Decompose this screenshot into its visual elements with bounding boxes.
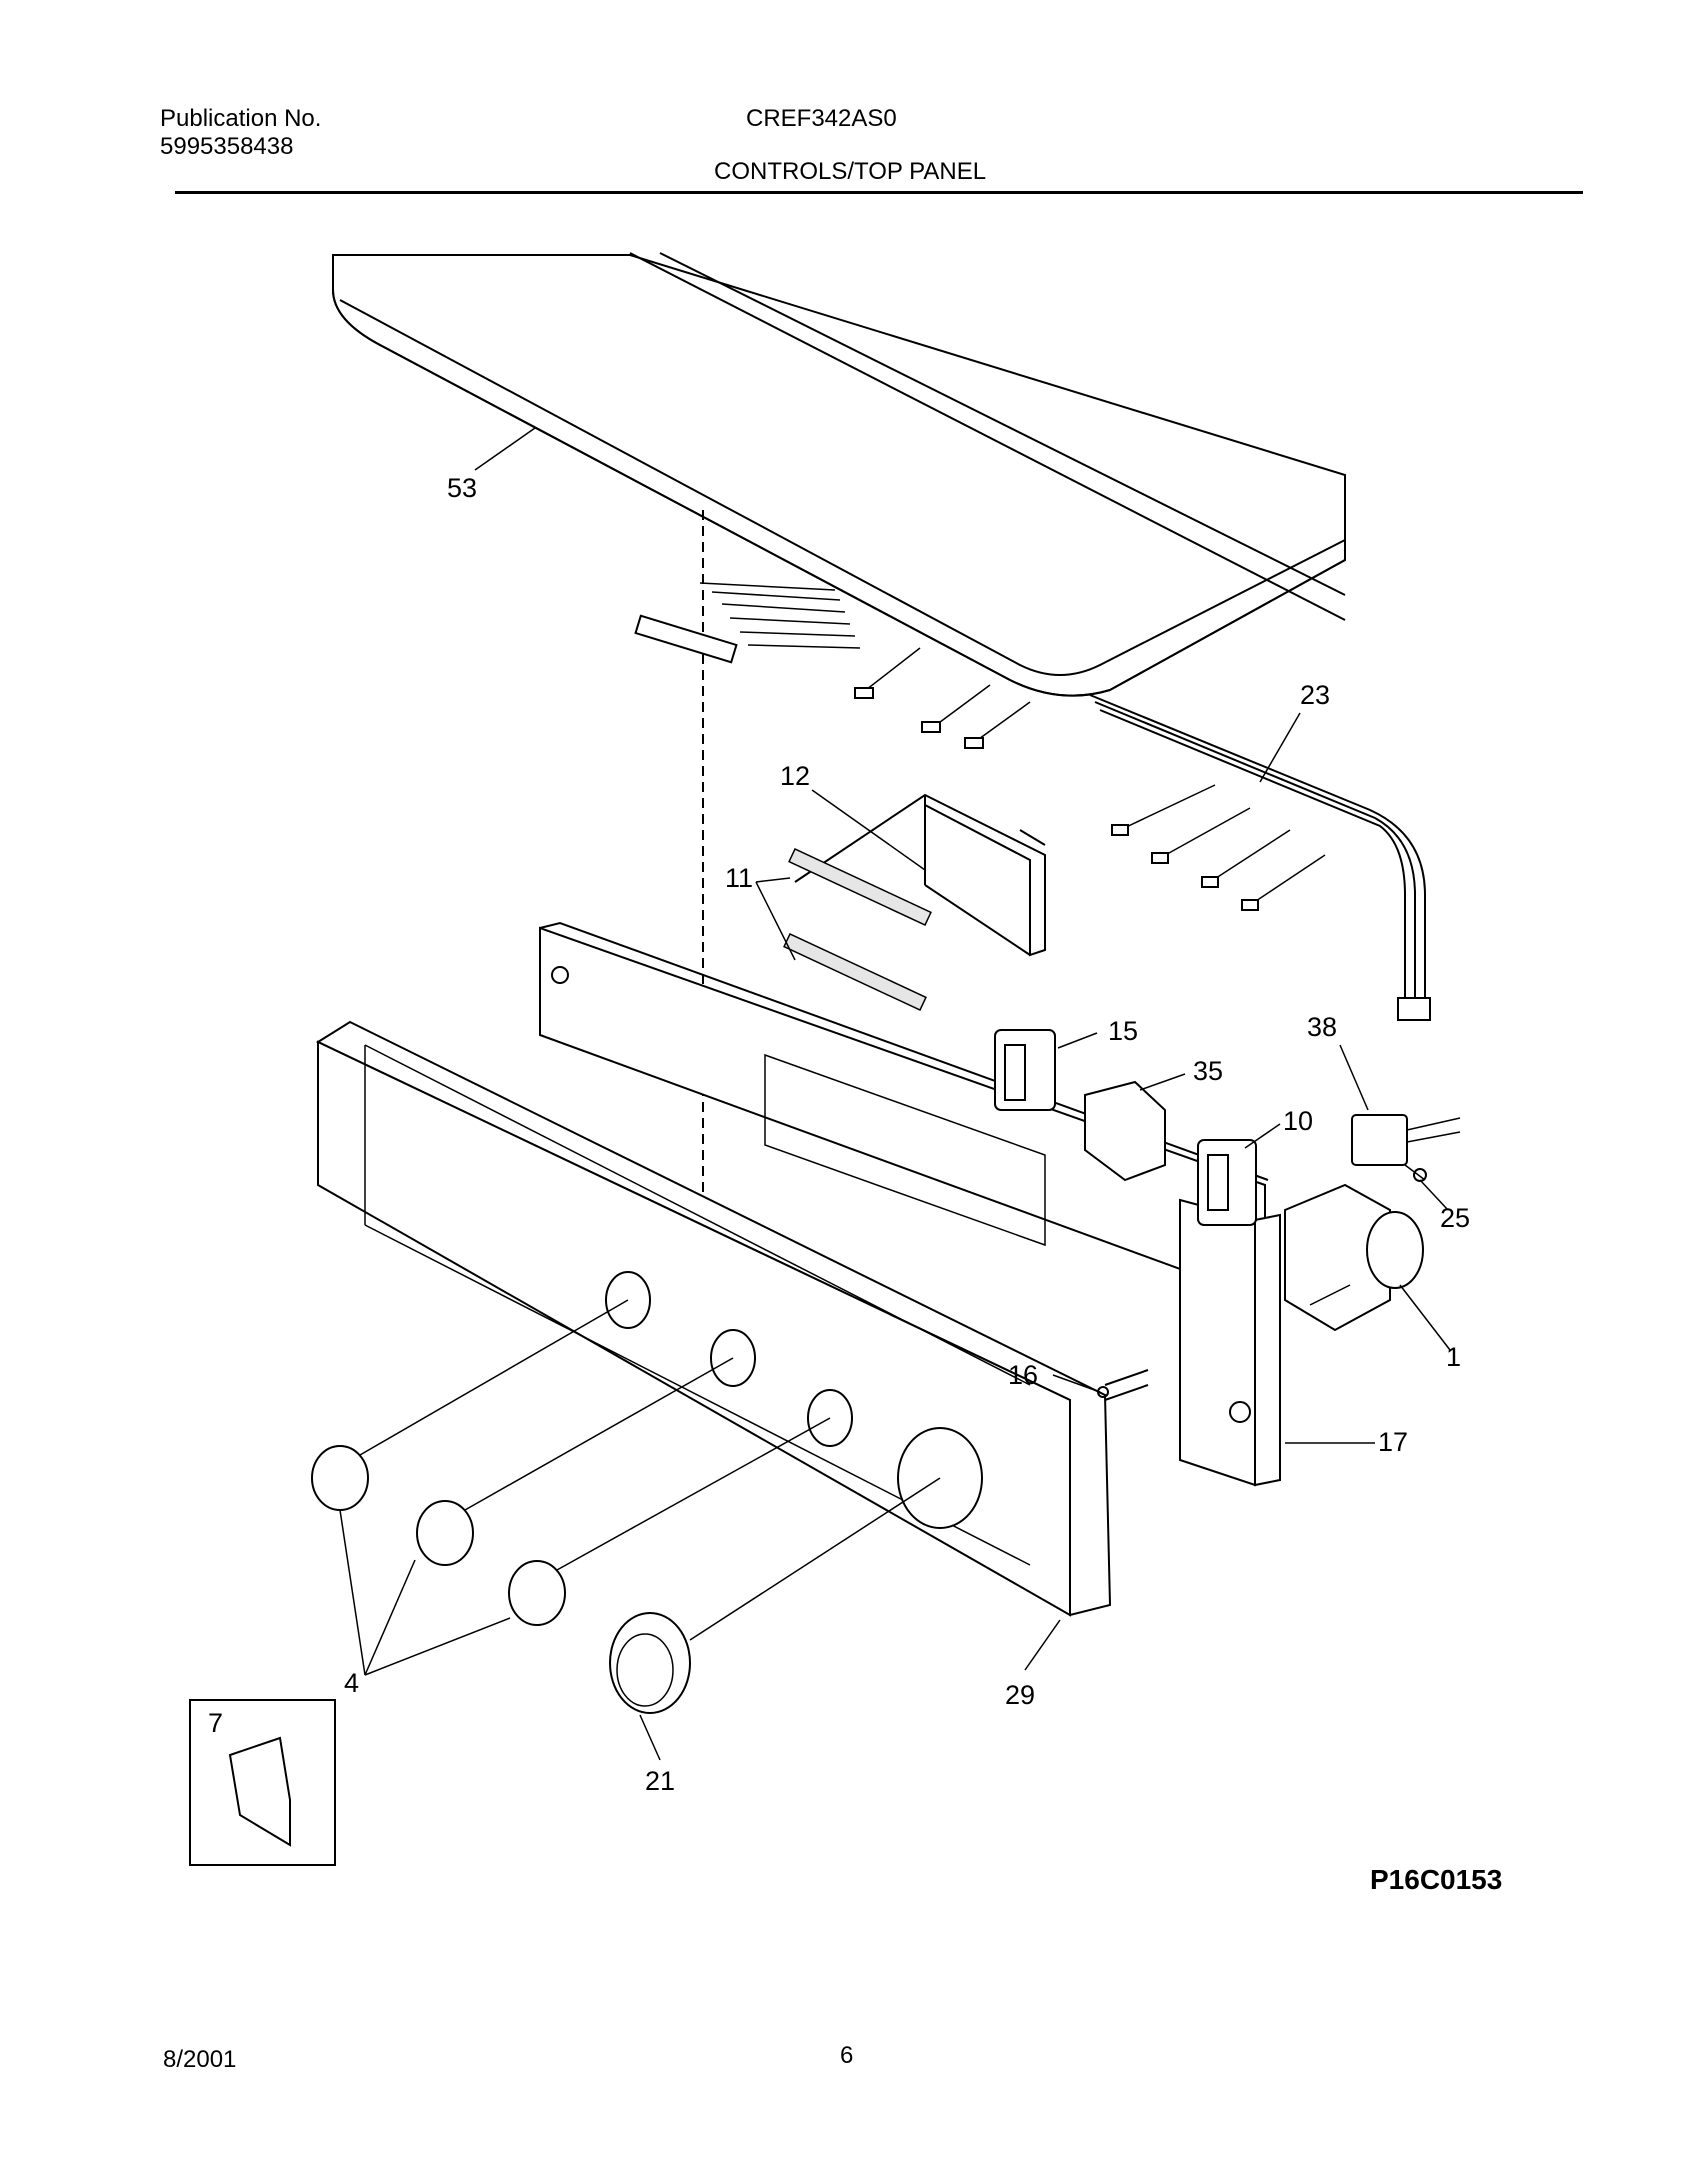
callout-10: 10: [1283, 1106, 1313, 1136]
switch-part-35: [1084, 1080, 1166, 1182]
page-number: 6: [840, 2042, 854, 2069]
timer-knob-part: [609, 1477, 941, 1714]
callout-29: 29: [1005, 1680, 1035, 1710]
mount-panel-part: [1179, 1198, 1281, 1487]
knob-part-4a: [311, 1299, 629, 1511]
control-panel-part: [315, 1020, 1112, 1617]
timer-part: [1284, 1183, 1424, 1332]
callout-17: 17: [1378, 1427, 1408, 1457]
callout-4: 4: [344, 1668, 359, 1698]
wire-harness-connector: [634, 582, 1031, 749]
publication-label: Publication No.: [160, 105, 322, 132]
callout-11: 11: [725, 863, 753, 893]
callout-53: 53: [447, 473, 477, 503]
callout-12: 12: [780, 761, 810, 791]
relay-part: [1351, 1114, 1461, 1182]
callout-23: 23: [1300, 680, 1330, 710]
leader-lines: [339, 427, 1451, 1761]
model-number: CREF342AS0: [746, 105, 897, 132]
wire-harness-part: [1089, 694, 1431, 1021]
footer-date: 8/2001: [163, 2046, 237, 2073]
knob-part-4b: [416, 1357, 734, 1566]
callout-25: 25: [1440, 1203, 1470, 1233]
callout-21: 21: [645, 1766, 675, 1796]
header-rule: [175, 191, 1583, 194]
callout-1: 1: [1446, 1342, 1461, 1372]
callout-16: 16: [1008, 1360, 1038, 1390]
callout-35: 35: [1193, 1056, 1223, 1086]
switch-part-10: [1197, 1139, 1257, 1226]
switch-bracket-part: [783, 847, 932, 1012]
clip-inset-part: [189, 1699, 336, 1866]
callout-38: 38: [1307, 1012, 1337, 1042]
drawing-code: P16C0153: [1370, 1864, 1503, 1895]
callout-7: 7: [208, 1708, 223, 1738]
callout-labels: 53 23 12 11 15 35 10 38 25 1 16 17 4 29 …: [208, 473, 1470, 1796]
screw-part: [1097, 1369, 1149, 1401]
knob-part-4c: [508, 1417, 831, 1626]
top-panel-part: [332, 252, 1346, 697]
callout-15: 15: [1108, 1016, 1138, 1046]
publication-number: 5995358438: [160, 133, 294, 160]
switch-part-15: [994, 1029, 1056, 1111]
section-title: CONTROLS/TOP PANEL: [714, 158, 987, 185]
